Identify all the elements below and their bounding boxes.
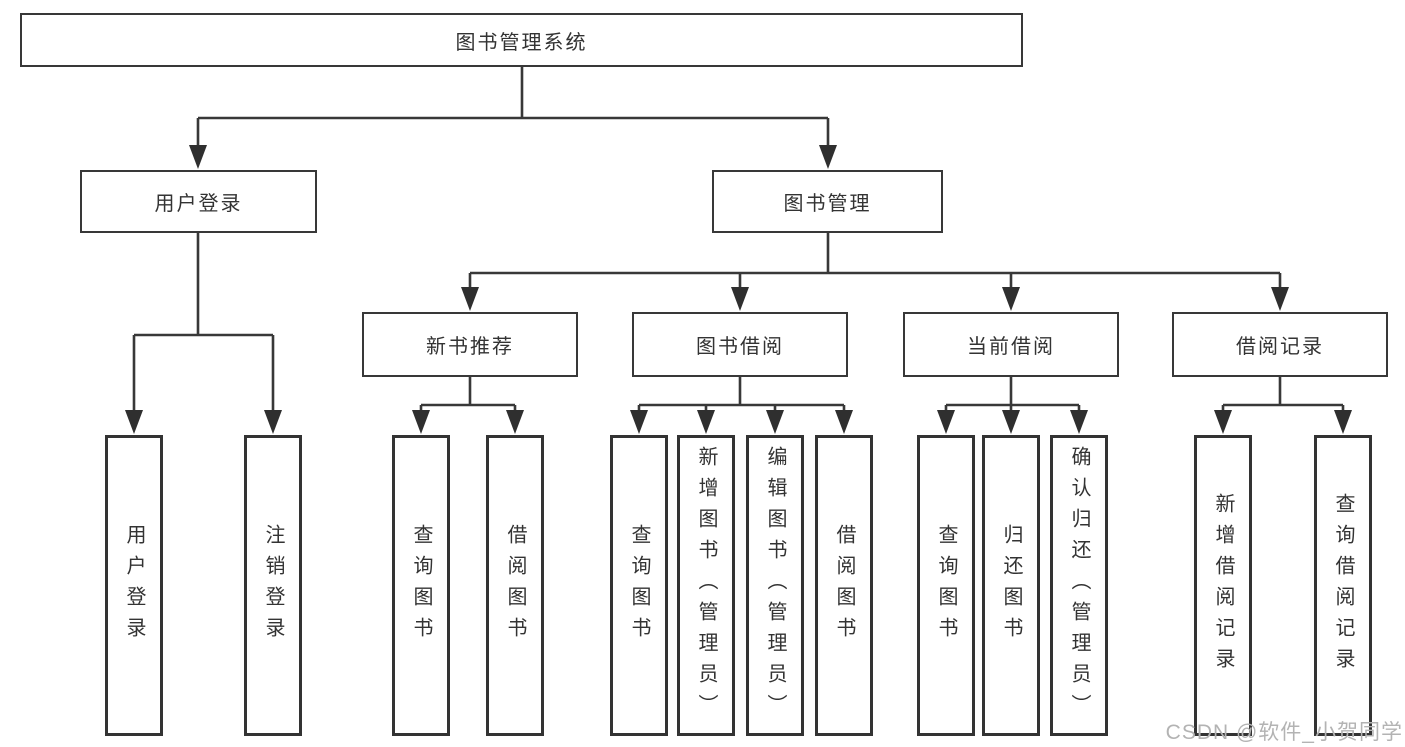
- node-user-login: 用户登录: [80, 170, 317, 233]
- connector-book-mgmt: [468, 233, 1282, 289]
- leaf-edit-books-admin: 编辑图书（管理员）: [746, 435, 804, 736]
- node-label: 借阅图书: [833, 523, 855, 648]
- arrow-icon: [1070, 410, 1088, 434]
- arrow-icon: [937, 410, 955, 434]
- arrow-icon: [189, 145, 207, 169]
- node-label: 新增借阅记录: [1212, 492, 1234, 679]
- arrow-icon: [1002, 410, 1020, 434]
- leaf-add-borrow-record: 新增借阅记录: [1194, 435, 1252, 736]
- arrow-icon: [697, 410, 715, 434]
- leaf-user-login: 用户登录: [105, 435, 163, 736]
- arrow-icon: [766, 410, 784, 434]
- node-label: 图书管理: [783, 193, 872, 215]
- arrow-icon: [630, 410, 648, 434]
- leaf-return-books: 归还图书: [982, 435, 1040, 736]
- arrow-icon: [1271, 287, 1289, 311]
- node-label: 查询借阅记录: [1332, 492, 1354, 679]
- node-label: 借阅图书: [504, 523, 526, 648]
- leaf-query-books-borrow: 查询图书: [610, 435, 668, 736]
- node-root-system: 图书管理系统: [20, 13, 1023, 67]
- arrow-icon: [835, 410, 853, 434]
- leaf-query-books-current: 查询图书: [917, 435, 975, 736]
- node-label: 查询图书: [628, 523, 650, 648]
- node-current-borrowing: 当前借阅: [903, 312, 1119, 377]
- leaf-borrow-books: 借阅图书: [815, 435, 873, 736]
- node-label: 用户登录: [154, 193, 243, 215]
- connector-user-login: [132, 233, 275, 412]
- node-label: 图书管理系统: [455, 31, 588, 54]
- leaf-borrow-books-recommend: 借阅图书: [486, 435, 544, 736]
- node-book-management: 图书管理: [712, 170, 943, 233]
- connector-new-book: [419, 377, 517, 412]
- csdn-watermark: CSDN @软件_小贺同学: [1165, 721, 1403, 744]
- leaf-confirm-return-admin: 确认归还（管理员）: [1050, 435, 1108, 736]
- node-label: 归还图书: [1000, 523, 1022, 648]
- node-label: 新书推荐: [426, 336, 514, 358]
- node-borrow-records: 借阅记录: [1172, 312, 1388, 377]
- leaf-query-borrow-record: 查询借阅记录: [1314, 435, 1372, 736]
- arrow-icon: [1334, 410, 1352, 434]
- arrow-icon: [506, 410, 524, 434]
- node-label: 确认归还（管理员）: [1068, 446, 1090, 725]
- node-label: 借阅记录: [1236, 336, 1324, 358]
- node-new-book-recommend: 新书推荐: [362, 312, 578, 377]
- node-label: 新增图书（管理员）: [695, 446, 717, 725]
- node-label: 查询图书: [935, 523, 957, 648]
- node-label: 查询图书: [410, 523, 432, 648]
- arrow-icon: [125, 410, 143, 434]
- node-label: 用户登录: [123, 523, 145, 648]
- arrow-icon: [461, 287, 479, 311]
- arrow-icon: [264, 410, 282, 434]
- connector-book-borrow: [637, 377, 846, 412]
- node-book-borrowing: 图书借阅: [632, 312, 848, 377]
- leaf-add-books-admin: 新增图书（管理员）: [677, 435, 735, 736]
- node-label: 当前借阅: [967, 336, 1055, 358]
- arrow-icon: [819, 145, 837, 169]
- leaf-query-books-recommend: 查询图书: [392, 435, 450, 736]
- arrow-icon: [1002, 287, 1020, 311]
- node-label: 注销登录: [262, 523, 284, 648]
- arrow-icon: [1214, 410, 1232, 434]
- connector-root: [196, 67, 830, 147]
- arrow-icon: [412, 410, 430, 434]
- node-label: 编辑图书（管理员）: [764, 446, 786, 725]
- connector-current-borrow: [944, 377, 1081, 412]
- node-label: 图书借阅: [696, 336, 784, 358]
- arrow-icon: [731, 287, 749, 311]
- leaf-logout: 注销登录: [244, 435, 302, 736]
- connector-borrow-records: [1221, 377, 1345, 412]
